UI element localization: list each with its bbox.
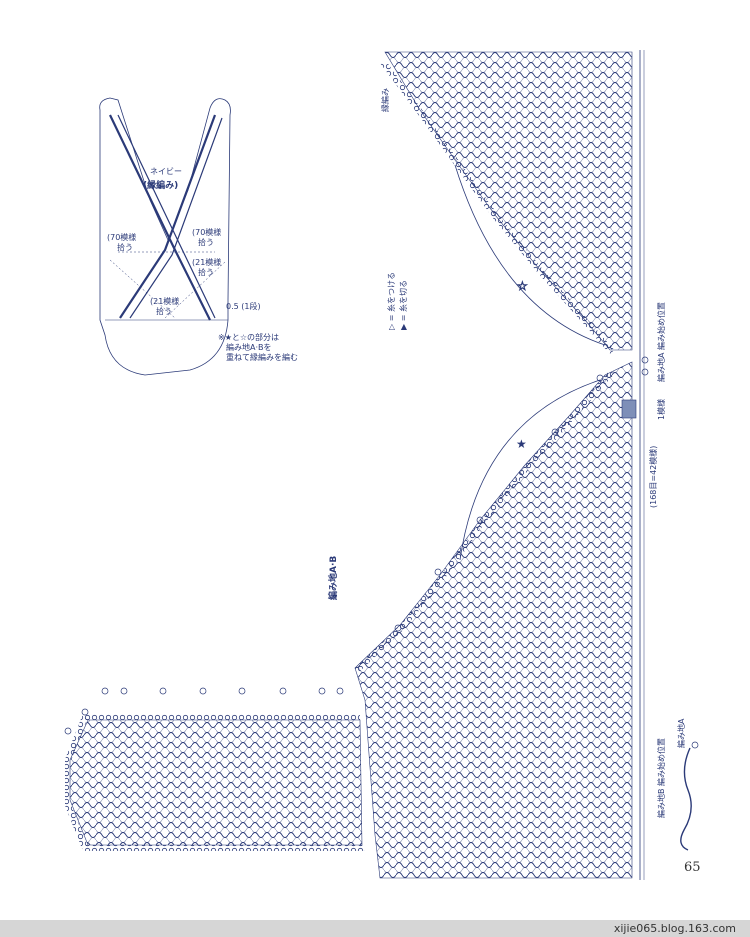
label-rows21-right-a: (21模様 — [192, 258, 222, 267]
label-rows21-right: (21模様 拾う — [192, 258, 221, 278]
fabric-upper-mesh — [384, 51, 633, 351]
label-note-2: 編み地A·Bを — [226, 343, 272, 352]
black-star-mark: ★ — [516, 437, 527, 451]
label-fabric-ab: 編み地A·B — [329, 555, 339, 600]
label-rows21-right-b: 拾う — [198, 268, 214, 277]
label-rows70-right-a: (70模様 — [192, 228, 222, 237]
footer-url: xijie065.blog.163.com — [613, 922, 736, 935]
yarn-diagram — [680, 747, 692, 851]
border-arc-upper — [454, 164, 606, 346]
label-legend-cut: ▶ = 糸を切る — [399, 280, 408, 330]
label-navy: ネイビー — [150, 167, 182, 176]
border-arc-lower — [459, 379, 601, 561]
strap-top-markers — [64, 356, 699, 749]
footer-bar: xijie065.blog.163.com — [0, 920, 750, 937]
label-legend-attach: ▷ = 糸をつける — [387, 272, 396, 330]
label-rows70-left-a: (70模様 — [107, 233, 137, 242]
fabric-lower-mesh — [354, 361, 633, 879]
garment-schematic — [99, 97, 231, 376]
fabric-strap-edge-end — [65, 715, 88, 850]
label-pattern-count: (168目=42模様) — [649, 445, 658, 508]
fabric-strap-mesh — [69, 719, 363, 846]
label-border-stitch: (縁編み) — [143, 181, 179, 191]
white-star-mark: ☆ — [517, 279, 528, 293]
label-height: 0.5 (1段) — [226, 302, 261, 312]
label-rows70-left-b: 拾う — [117, 243, 133, 252]
label-rows21-left-a: (21模様 — [150, 297, 180, 306]
label-fabric-a-start: 編み地A 編み始め位置 — [657, 301, 666, 382]
label-note-1: ※★と☆の部分は — [218, 333, 280, 342]
label-rows70-left: (70模様 拾う — [107, 233, 136, 253]
label-one-pattern: 1模様 — [657, 398, 666, 420]
label-border-top: 縁編み — [381, 88, 390, 112]
one-pattern-box — [621, 399, 637, 419]
label-rows21-left: (21模様 拾う — [150, 297, 179, 317]
fabric-upper-edge — [380, 60, 615, 354]
label-rows70-right-b: 拾う — [198, 238, 214, 247]
label-height-rows: (1段) — [241, 302, 261, 311]
page-number: 65 — [684, 860, 701, 875]
label-note: ※★と☆の部分は 編み地A·Bを 重ねて縁編みを編む — [218, 333, 298, 363]
label-note-3: 重ねて縁編みを編む — [226, 353, 298, 362]
label-height-value: 0.5 — [226, 302, 239, 311]
label-rows21-left-b: 拾う — [156, 307, 172, 316]
label-rows70-right: (70模様 拾う — [192, 228, 221, 248]
label-fabric-a-small: 編み地A — [677, 718, 686, 748]
label-fabric-b-start: 編み地B 編み始め位置 — [657, 737, 666, 818]
